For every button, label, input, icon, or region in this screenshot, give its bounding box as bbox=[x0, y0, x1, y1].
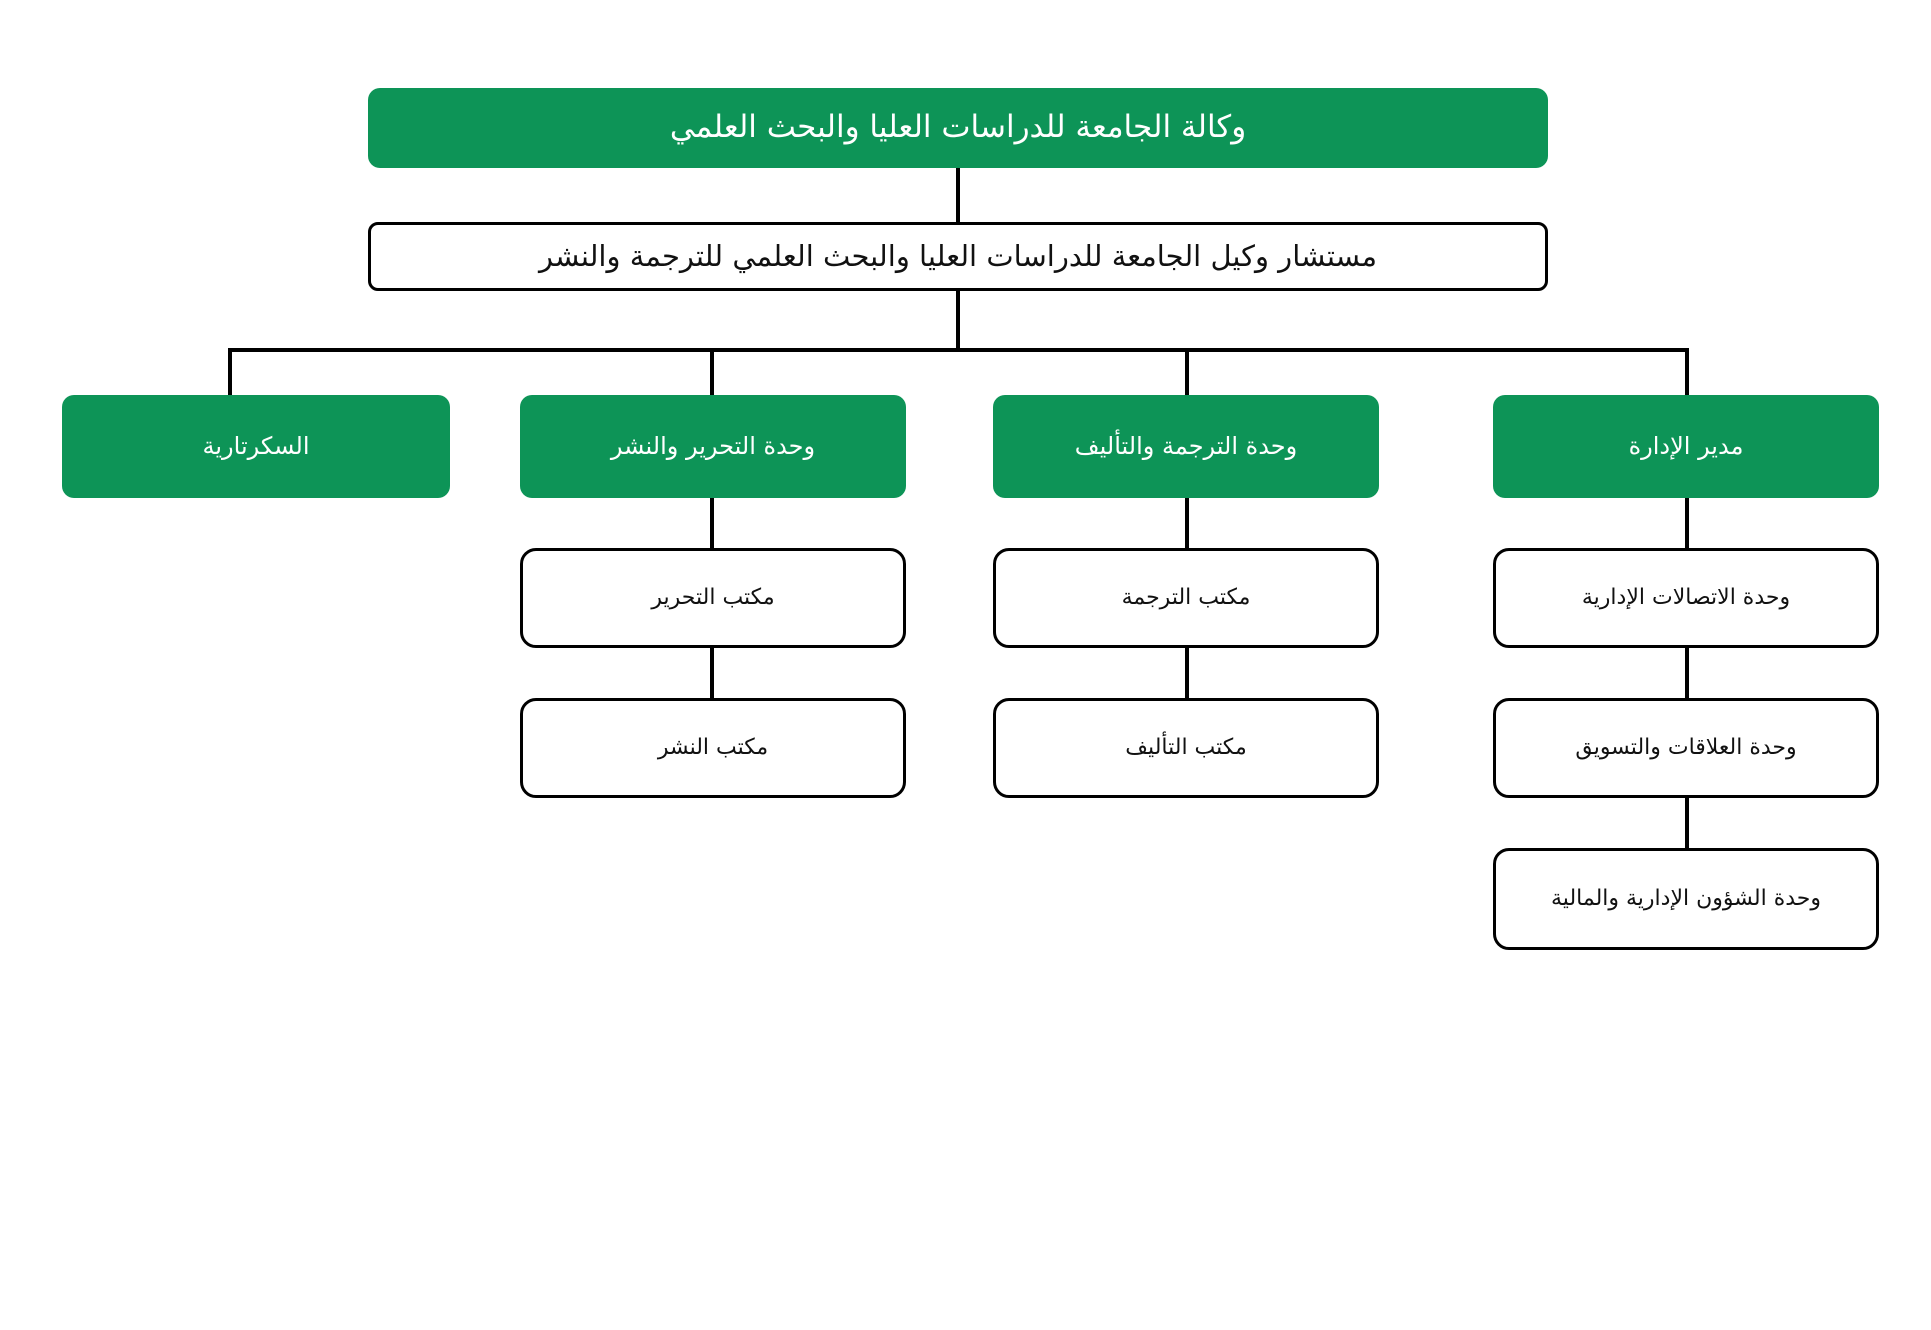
node-admin-director[interactable]: مدير الإدارة bbox=[1493, 395, 1879, 498]
connector-stub-secretariat bbox=[228, 348, 232, 395]
node-secretariat[interactable]: السكرتارية bbox=[62, 395, 450, 498]
node-relations-marketing-unit[interactable]: وحدة العلاقات والتسويق bbox=[1493, 698, 1879, 798]
node-root[interactable]: وكالة الجامعة للدراسات العليا والبحث الع… bbox=[368, 88, 1548, 168]
node-editing-office-label: مكتب التحرير bbox=[651, 585, 775, 611]
node-editing-publishing-unit[interactable]: وحدة التحرير والنشر bbox=[520, 395, 906, 498]
connector-stub-admin-director bbox=[1685, 348, 1689, 395]
node-admin-financial-affairs-unit[interactable]: وحدة الشؤون الإدارية والمالية bbox=[1493, 848, 1879, 950]
node-translation-authoring-unit[interactable]: وحدة الترجمة والتأليف bbox=[993, 395, 1379, 498]
node-admin-communications-unit-label: وحدة الاتصالات الإدارية bbox=[1581, 585, 1791, 611]
node-translation-authoring-unit-label: وحدة الترجمة والتأليف bbox=[1074, 432, 1298, 461]
node-relations-marketing-unit-label: وحدة العلاقات والتسويق bbox=[1575, 735, 1797, 761]
node-editing-publishing-unit-label: وحدة التحرير والنشر bbox=[610, 432, 816, 461]
connector-translation-office-to-authoring-office bbox=[1185, 648, 1189, 698]
node-translation-office-label: مكتب الترجمة bbox=[1121, 585, 1251, 611]
node-admin-communications-unit[interactable]: وحدة الاتصالات الإدارية bbox=[1493, 548, 1879, 648]
node-advisor-label: مستشار وكيل الجامعة للدراسات العليا والب… bbox=[538, 238, 1378, 273]
node-translation-office[interactable]: مكتب الترجمة bbox=[993, 548, 1379, 648]
connector-editing-office-to-publishing-office bbox=[710, 648, 714, 698]
node-authoring-office-label: مكتب التأليف bbox=[1125, 735, 1247, 761]
node-advisor[interactable]: مستشار وكيل الجامعة للدراسات العليا والب… bbox=[368, 222, 1548, 291]
connector-root-advisor bbox=[956, 168, 960, 222]
connector-advisor-bus bbox=[956, 291, 960, 350]
node-admin-director-label: مدير الإدارة bbox=[1628, 432, 1744, 461]
node-secretariat-label: السكرتارية bbox=[202, 432, 310, 461]
connector-relations-to-financial bbox=[1685, 798, 1689, 848]
node-publishing-office-label: مكتب النشر bbox=[657, 735, 769, 761]
connector-director-to-communications bbox=[1685, 498, 1689, 548]
connector-bus-horizontal bbox=[228, 348, 1689, 352]
connector-translation-unit-to-translation-office bbox=[1185, 498, 1189, 548]
node-admin-financial-affairs-unit-label: وحدة الشؤون الإدارية والمالية bbox=[1551, 886, 1821, 912]
connector-communications-to-relations bbox=[1685, 648, 1689, 698]
node-editing-office[interactable]: مكتب التحرير bbox=[520, 548, 906, 648]
connector-stub-translation-authoring bbox=[1185, 348, 1189, 395]
node-publishing-office[interactable]: مكتب النشر bbox=[520, 698, 906, 798]
node-root-label: وكالة الجامعة للدراسات العليا والبحث الع… bbox=[669, 109, 1247, 146]
node-authoring-office[interactable]: مكتب التأليف bbox=[993, 698, 1379, 798]
connector-editing-unit-to-editing-office bbox=[710, 498, 714, 548]
connector-stub-editing-publishing bbox=[710, 348, 714, 395]
